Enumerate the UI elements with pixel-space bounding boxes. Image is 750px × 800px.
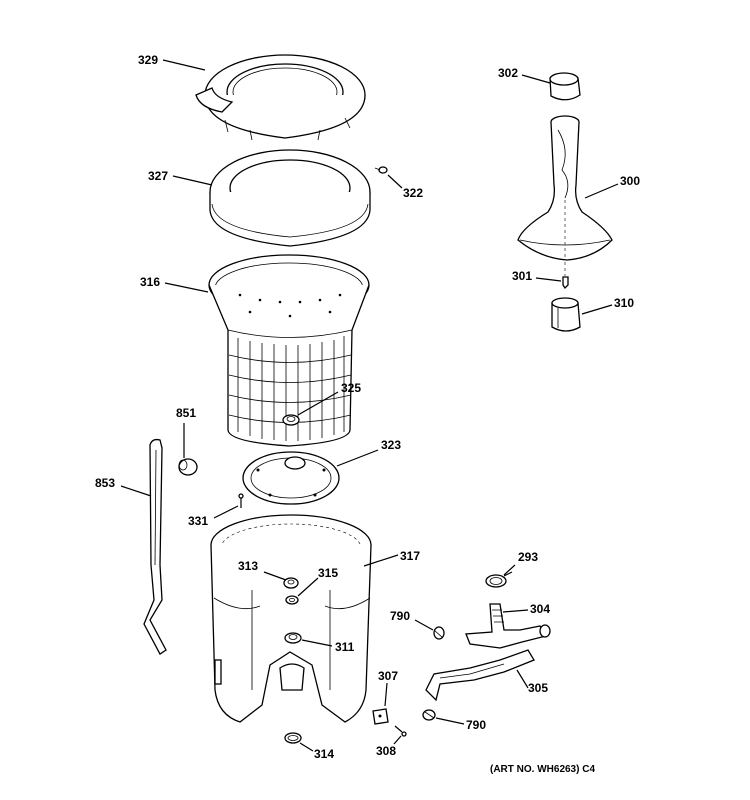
part-329-tub-cover xyxy=(195,54,366,141)
part-302-agitator-cap xyxy=(549,72,581,101)
part-314-o-ring xyxy=(284,732,302,744)
label-327: 327 xyxy=(148,169,168,183)
part-301-bolt xyxy=(562,262,569,290)
leader-305 xyxy=(516,669,529,689)
label-301: 301 xyxy=(512,269,532,283)
label-305: 305 xyxy=(528,681,548,695)
leader-322 xyxy=(387,174,403,189)
leader-302 xyxy=(521,74,551,84)
part-325-hub-nut xyxy=(282,414,300,426)
leader-790b xyxy=(435,717,465,725)
label-316: 316 xyxy=(140,275,160,289)
leader-293 xyxy=(503,564,516,576)
part-300-agitator xyxy=(517,115,613,261)
label-317: 317 xyxy=(400,549,420,563)
part-313-nut xyxy=(283,577,299,589)
part-790-clamp-lower xyxy=(422,709,436,721)
part-331-screw xyxy=(238,493,244,508)
leader-317 xyxy=(363,554,399,567)
label-322: 322 xyxy=(403,186,423,200)
part-853-siphon-tube xyxy=(143,438,167,655)
leader-323 xyxy=(336,449,379,467)
label-315: 315 xyxy=(318,566,338,580)
label-790-upper: 790 xyxy=(390,609,410,623)
part-317-outer-tub xyxy=(210,514,372,723)
label-311: 311 xyxy=(335,640,355,654)
label-323: 323 xyxy=(381,438,401,452)
leader-311 xyxy=(301,639,333,647)
leader-310 xyxy=(581,304,613,315)
leader-313 xyxy=(263,571,287,581)
label-293: 293 xyxy=(518,550,538,564)
leader-327 xyxy=(172,175,213,186)
label-329: 329 xyxy=(138,53,158,67)
part-304-pump-hose xyxy=(465,603,551,649)
part-322-screw xyxy=(374,166,388,174)
leader-315 xyxy=(297,577,319,597)
part-308-screw xyxy=(394,725,407,737)
label-331: 331 xyxy=(188,514,208,528)
part-323-drive-hub xyxy=(242,451,340,505)
leader-790a xyxy=(414,619,434,631)
part-315-washer xyxy=(285,595,299,605)
leader-316 xyxy=(164,282,209,293)
part-316-wash-basket xyxy=(208,254,370,447)
part-327-balance-ring xyxy=(209,149,371,247)
part-310-coupler xyxy=(551,297,581,332)
label-790-lower: 790 xyxy=(466,718,486,732)
part-311-seal xyxy=(284,632,302,644)
label-853: 853 xyxy=(95,476,115,490)
label-308: 308 xyxy=(376,744,396,758)
label-310: 310 xyxy=(614,296,634,310)
leader-329 xyxy=(162,59,206,71)
label-325: 325 xyxy=(341,381,361,395)
part-307-bracket xyxy=(372,708,389,725)
leader-308 xyxy=(393,735,402,745)
label-313: 313 xyxy=(238,559,258,573)
label-304: 304 xyxy=(530,602,550,616)
label-300: 300 xyxy=(620,174,640,188)
leader-331 xyxy=(213,505,239,519)
part-790-clamp-upper xyxy=(433,626,445,640)
label-302: 302 xyxy=(498,66,518,80)
label-314: 314 xyxy=(314,747,334,761)
leader-301 xyxy=(535,277,562,282)
part-305-drain-hose xyxy=(425,649,535,702)
label-307: 307 xyxy=(378,669,398,683)
leader-304 xyxy=(502,609,529,613)
part-851-cap xyxy=(178,458,198,476)
leader-325 xyxy=(297,391,339,416)
leader-307 xyxy=(384,682,388,707)
art-reference: (ART NO. WH6263) C4 xyxy=(490,764,595,775)
label-851: 851 xyxy=(176,406,196,420)
leader-300 xyxy=(584,183,619,199)
part-293-hose-clamp xyxy=(485,571,513,588)
leader-314 xyxy=(299,742,314,752)
leader-853 xyxy=(120,485,152,497)
